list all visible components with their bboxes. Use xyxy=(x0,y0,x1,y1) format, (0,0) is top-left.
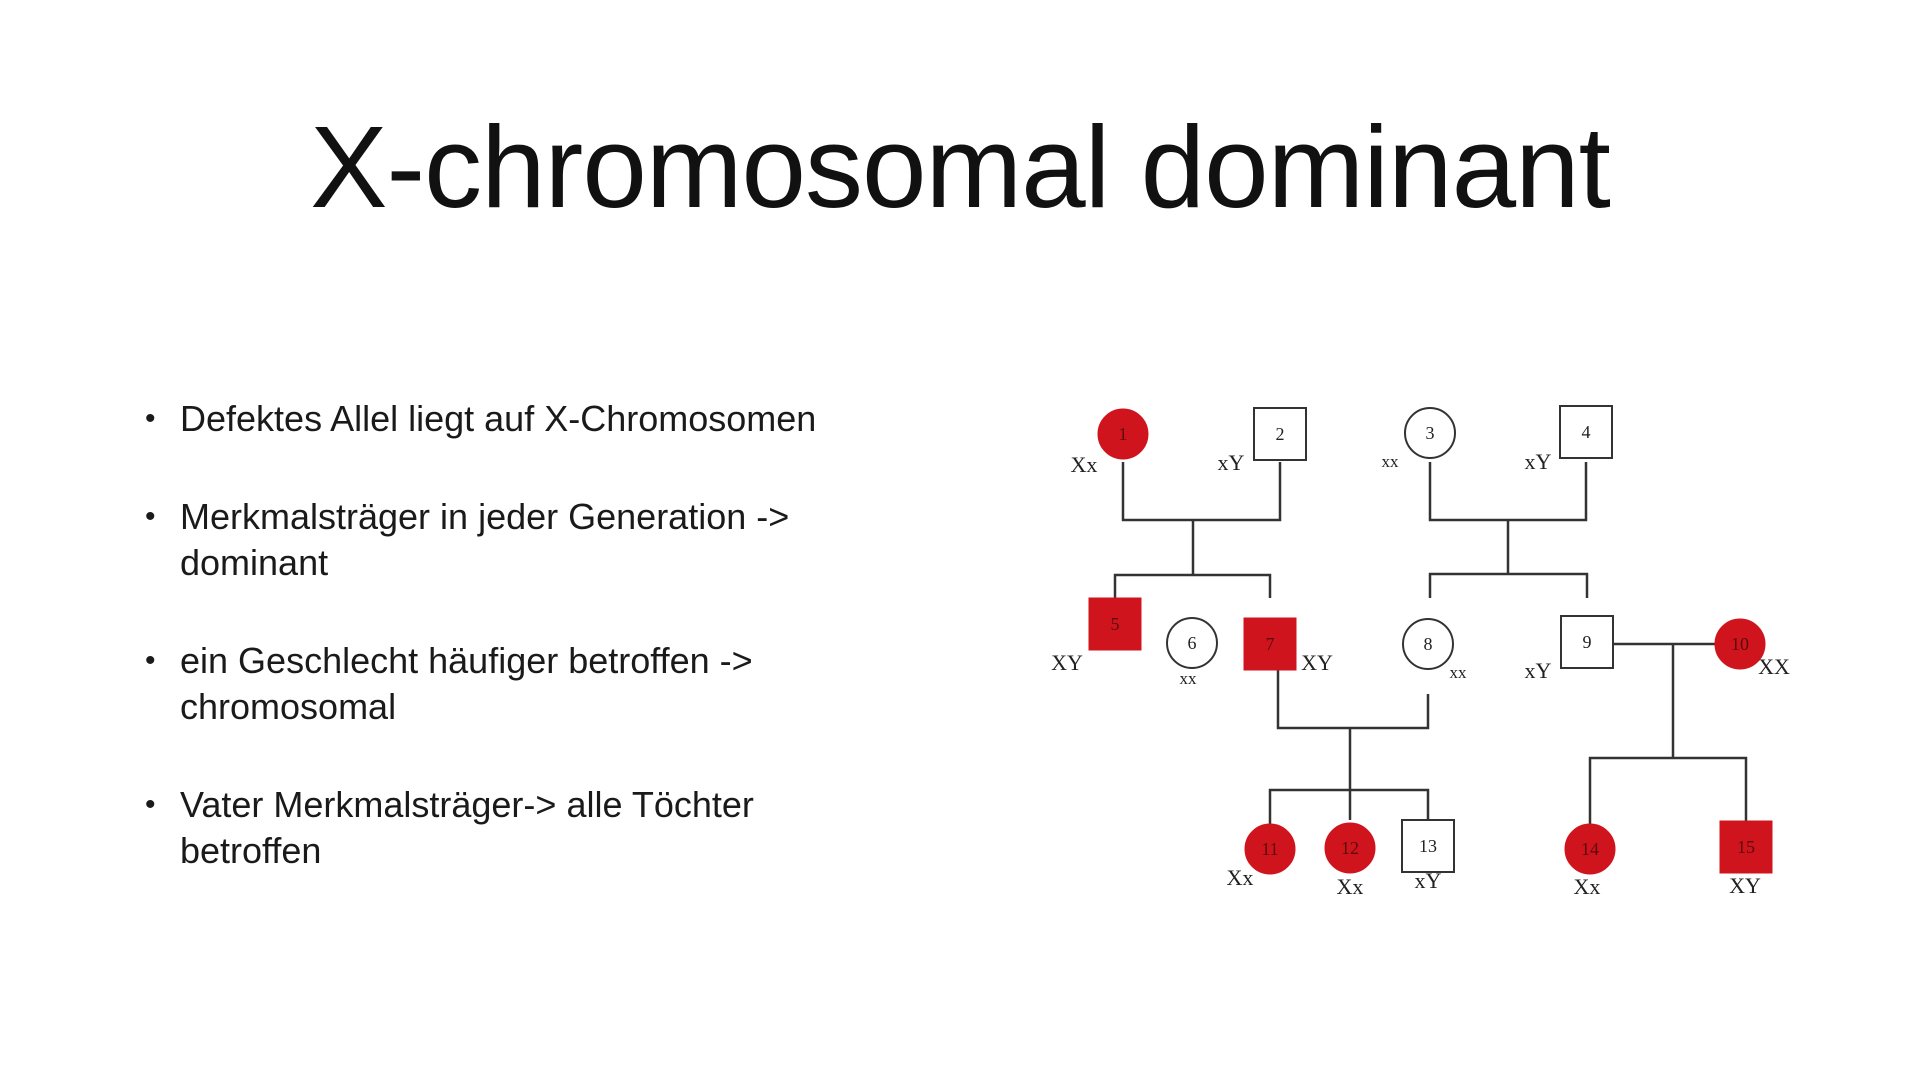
female-symbol xyxy=(1564,823,1616,875)
bullet-text-line: betroffen xyxy=(180,830,322,871)
individual-number: 10 xyxy=(1731,634,1749,654)
bullet-dot: • xyxy=(145,644,156,677)
female-symbol xyxy=(1244,823,1296,875)
individual-number: 12 xyxy=(1341,838,1359,858)
individual-13: 13 xY xyxy=(1401,819,1455,893)
bullet-text-line: chromosomal xyxy=(180,686,397,727)
bullet-item: • Defektes Allel liegt auf X-Chromosomen xyxy=(145,396,905,442)
female-symbol xyxy=(1714,618,1766,670)
male-symbol xyxy=(1401,819,1455,873)
individual-1: 1Xx xyxy=(1071,408,1149,477)
bullet-text-line: Defektes Allel liegt auf X-Chromosomen xyxy=(180,398,817,439)
individual-number: 4 xyxy=(1582,422,1591,442)
genotype-label: Xx xyxy=(1337,874,1364,899)
individual-4: 4 xY xyxy=(1525,405,1613,474)
individual-2: 2 xY xyxy=(1218,407,1307,475)
female-symbol xyxy=(1097,408,1149,460)
individual-8: 8 xx xyxy=(1402,618,1468,682)
genotype-label: xY xyxy=(1525,449,1552,474)
individual-3: 3 xx xyxy=(1382,407,1456,471)
male-symbol xyxy=(1560,615,1614,669)
genotype-label: xx xyxy=(1180,669,1198,688)
individual-number: 14 xyxy=(1581,839,1599,859)
bullet-list: • Defektes Allel liegt auf X-Chromosomen… xyxy=(145,396,905,926)
individual-number: 6 xyxy=(1188,633,1197,653)
male-symbol xyxy=(1243,617,1297,671)
bullet-item: • Merkmalsträger in jeder Generation -> … xyxy=(145,494,905,586)
female-symbol xyxy=(1324,822,1376,874)
bullet-dot: • xyxy=(145,500,156,533)
individual-number: 11 xyxy=(1261,839,1278,859)
genotype-label: Xx xyxy=(1574,874,1601,899)
pedigree-lines xyxy=(1113,462,1748,827)
individual-9: 9 xY xyxy=(1525,615,1614,683)
pedigree-symbols: 1Xx2xY3xx4xY5XY6xx7XY8xx9xY10XX11Xx12Xx1… xyxy=(1051,405,1790,899)
genotype-label: xx xyxy=(1450,663,1468,682)
individual-7: 7XY xyxy=(1243,617,1333,675)
bullet-text-line: Vater Merkmalsträger-> alle Töchter xyxy=(180,784,754,825)
individual-number: 1 xyxy=(1119,424,1128,444)
genotype-label: xY xyxy=(1218,450,1245,475)
individual-number: 2 xyxy=(1276,424,1285,444)
mating-line-3-4 xyxy=(1428,462,1588,522)
female-symbol xyxy=(1402,618,1454,670)
genotype-label: XX xyxy=(1758,654,1790,679)
male-symbol xyxy=(1719,820,1773,874)
bullet-item: • Vater Merkmalsträger-> alle Töchter be… xyxy=(145,782,905,874)
pedigree-diagram: 1Xx2xY3xx4xY5XY6xx7XY8xx9xY10XX11Xx12Xx1… xyxy=(1051,405,1790,899)
individual-number: 5 xyxy=(1111,614,1120,634)
male-symbol xyxy=(1253,407,1307,461)
individual-6: 6 xx xyxy=(1166,617,1218,688)
individual-number: 3 xyxy=(1426,423,1435,443)
male-symbol xyxy=(1088,597,1142,651)
individual-number: 15 xyxy=(1737,837,1755,857)
genotype-label: XY xyxy=(1051,650,1083,675)
female-symbol xyxy=(1166,617,1218,669)
bullet-text-line: ein Geschlecht häufiger betroffen -> xyxy=(180,640,753,681)
individual-number: 13 xyxy=(1419,836,1437,856)
slide-title: X-chromosomal dominant xyxy=(310,102,1611,232)
bullet-item: • ein Geschlecht häufiger betroffen -> c… xyxy=(145,638,905,730)
individual-number: 8 xyxy=(1424,634,1433,654)
bullet-text-line: Merkmalsträger in jeder Generation -> xyxy=(180,496,790,537)
genotype-label: Xx xyxy=(1227,865,1254,890)
genotype-label: xx xyxy=(1382,452,1400,471)
genotype-label: xY xyxy=(1525,658,1552,683)
sibship-line-14-15 xyxy=(1588,756,1748,827)
individual-number: 9 xyxy=(1583,632,1592,652)
genotype-label: XY xyxy=(1729,873,1761,898)
bullet-dot: • xyxy=(145,788,156,821)
mating-line-7-8 xyxy=(1276,668,1430,730)
individual-number: 7 xyxy=(1266,634,1275,654)
male-symbol xyxy=(1559,405,1613,459)
bullet-text-line: dominant xyxy=(180,542,329,583)
individual-5: 5XY xyxy=(1051,597,1142,675)
genotype-label: XY xyxy=(1301,650,1333,675)
genotype-label: xY xyxy=(1415,868,1442,893)
sibship-line-5-6-7 xyxy=(1113,573,1272,598)
genotype-label: Xx xyxy=(1071,452,1098,477)
female-symbol xyxy=(1404,407,1456,459)
mating-line-1-2 xyxy=(1121,462,1282,522)
sibship-line-8-9 xyxy=(1428,572,1589,598)
bullet-dot: • xyxy=(145,402,156,435)
